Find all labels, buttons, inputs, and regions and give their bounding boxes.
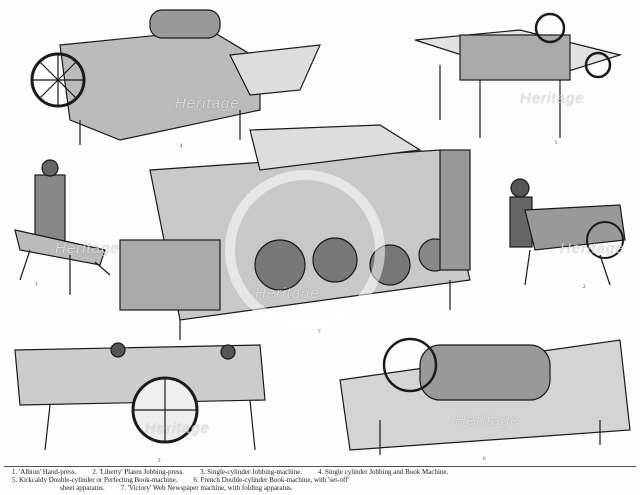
caption-item: 2. 'Liberty' Platen Jobbing-press. — [92, 468, 185, 476]
caption-item: 7. 'Victory' Web Newspaper machine, with… — [120, 484, 293, 492]
watermark: Heritage — [560, 240, 625, 257]
press-french-double-cylinder-book-machine — [339, 337, 631, 455]
press-victory-web-newspaper-machine — [119, 124, 471, 340]
figure-number: 2 — [583, 285, 586, 290]
caption: 1. 'Albion' Hand-press. 2. 'Liberty' Plat… — [12, 468, 634, 476]
caption-item: 4. Single cylinder Jobbing and Book Mach… — [318, 468, 449, 476]
figure-number: 6 — [483, 457, 486, 462]
press-single-cylinder-book-machine — [30, 9, 321, 145]
caption-continued: 5. Kirkcaldy Double-cylinder or Perfecti… — [12, 476, 634, 484]
watermark: Heritage — [255, 285, 320, 302]
watermark: Heritage — [145, 420, 210, 437]
caption-item: 1. 'Albion' Hand-press. — [12, 468, 77, 476]
figure-number: 5 — [555, 141, 558, 146]
watermark: Heritage — [520, 90, 585, 107]
watermark: Heritage — [55, 240, 120, 257]
caption-item: sheet apparatus. — [60, 484, 105, 492]
press-single-cylinder-jobbing-machine — [14, 342, 266, 451]
watermark-logo-icon — [225, 170, 385, 330]
caption-item: 3. Single-cylinder Jobbing-machine. — [200, 468, 302, 476]
figure-number: 7 — [318, 330, 321, 335]
figure-number: 3 — [158, 459, 161, 464]
figure-number: 4 — [180, 144, 183, 149]
caption-line-2: sheet apparatus. 7. 'Victory' Web Newspap… — [60, 484, 634, 492]
figure-number: 1 — [35, 282, 38, 287]
printing-press-illustrations: 4 5 1 7 2 3 6 — [14, 9, 631, 464]
caption-item: 5. Kirkcaldy Double-cylinder or Perfecti… — [12, 476, 178, 484]
caption-divider — [4, 466, 636, 467]
watermark: Heritage — [455, 412, 520, 429]
watermark: Heritage — [175, 95, 240, 112]
caption-item: 6. French Double-cylinder Book-machine, … — [193, 476, 349, 484]
press-albion-hand-press — [14, 159, 111, 295]
press-kirkcaldy-double-cylinder — [414, 12, 623, 138]
press-liberty-platen-jobbing-press — [509, 178, 626, 286]
